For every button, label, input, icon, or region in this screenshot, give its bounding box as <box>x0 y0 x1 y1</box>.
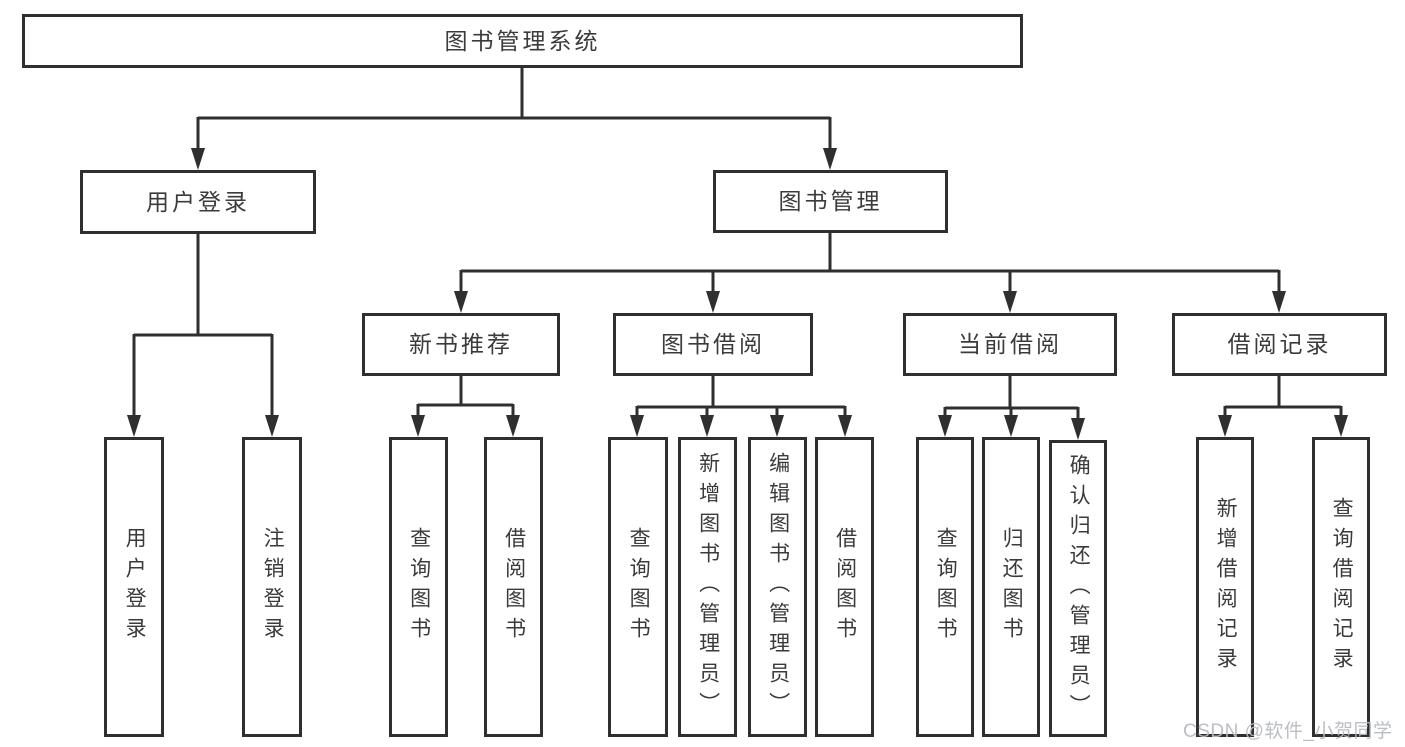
leaf-query-books-borrow: 查询图书 <box>608 437 668 737</box>
node-root-system: 图书管理系统 <box>22 14 1023 68</box>
leaf-borrow-books-recommend: 借阅图书 <box>484 437 543 737</box>
leaf-return-book: 归还图书 <box>982 437 1040 737</box>
leaf-query-borrow-record: 查询借阅记录 <box>1312 437 1370 737</box>
leaf-add-borrow-record: 新增借阅记录 <box>1196 437 1254 737</box>
node-new-book-recommend: 新书推荐 <box>362 313 560 376</box>
node-current-borrow: 当前借阅 <box>903 313 1117 376</box>
leaf-user-login: 用户登录 <box>104 437 164 737</box>
leaf-query-books-current: 查询图书 <box>916 437 974 737</box>
node-book-borrow: 图书借阅 <box>613 313 813 376</box>
leaf-query-books-recommend: 查询图书 <box>389 437 448 737</box>
leaf-logout: 注销登录 <box>242 437 302 737</box>
csdn-watermark: CSDN @软件_小贺同学 <box>1183 721 1393 742</box>
leaf-add-book-admin: 新增图书（管理员） <box>678 437 737 737</box>
node-user-login: 用户登录 <box>80 170 316 234</box>
leaf-edit-book-admin: 编辑图书（管理员） <box>748 437 807 737</box>
leaf-confirm-return-admin: 确认归还（管理员） <box>1049 440 1107 737</box>
node-borrow-records: 借阅记录 <box>1172 313 1387 376</box>
node-book-management: 图书管理 <box>713 170 948 233</box>
leaf-borrow-books-borrow: 借阅图书 <box>815 437 874 737</box>
